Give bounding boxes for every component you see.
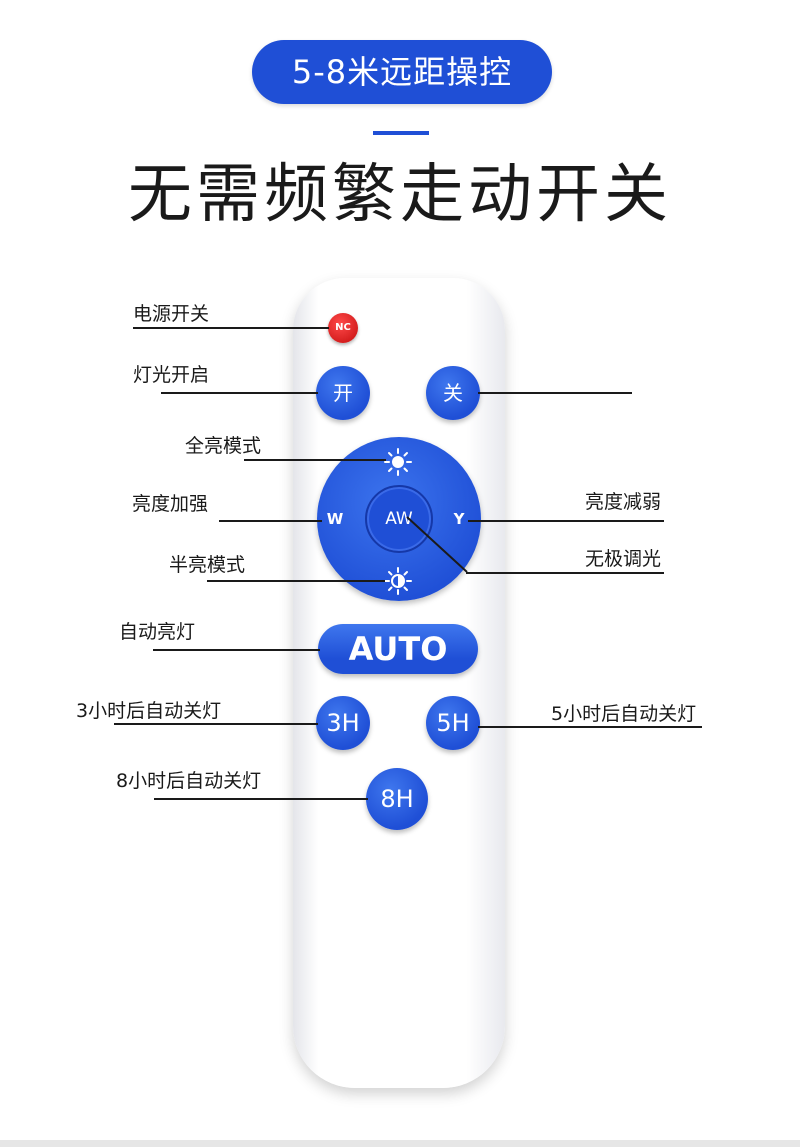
label-half-bright: 半亮模式: [169, 554, 246, 576]
leader-off-8h: [154, 798, 368, 800]
full-bright-sun-icon[interactable]: [383, 447, 413, 477]
header-badge: 5-8米远距操控: [252, 40, 552, 104]
timer-5h-button[interactable]: 5H: [426, 696, 480, 750]
label-auto-light: 自动亮灯: [119, 621, 196, 643]
label-bright-up: 亮度加强: [132, 493, 209, 515]
floor-strip: [0, 1140, 800, 1147]
leader-dimming-diagonal: [406, 516, 468, 573]
light-off-button[interactable]: 关: [426, 366, 480, 420]
label-full-bright: 全亮模式: [185, 435, 262, 457]
leader-power: [133, 327, 329, 329]
label-power: 电源开关: [133, 303, 210, 325]
auto-button[interactable]: AUTO: [318, 624, 478, 674]
label-dimming: 无极调光: [585, 548, 662, 570]
power-button[interactable]: NC: [328, 313, 358, 343]
leader-half-bright: [207, 580, 385, 582]
timer-8h-button[interactable]: 8H: [366, 768, 428, 830]
brightness-down-button[interactable]: Y: [453, 510, 465, 528]
timer-8h-label: 8H: [380, 785, 414, 813]
leader-full-bright: [244, 459, 386, 461]
title-divider: [373, 131, 429, 135]
label-off-8h: 8小时后自动关灯: [116, 770, 262, 792]
leader-light-off: [478, 392, 632, 394]
half-bright-sun-icon[interactable]: [383, 566, 413, 596]
leader-off-3h: [114, 723, 318, 725]
light-on-button-label: 开: [333, 381, 353, 405]
label-bright-down: 亮度减弱: [585, 491, 662, 513]
leader-bright-up: [219, 520, 322, 522]
timer-3h-label: 3H: [326, 709, 360, 737]
light-on-button[interactable]: 开: [316, 366, 370, 420]
brightness-up-button[interactable]: W: [326, 510, 344, 528]
leader-off-5h: [478, 726, 702, 728]
leader-auto-light: [153, 649, 320, 651]
light-off-button-label: 关: [443, 381, 463, 405]
label-off-5h: 5小时后自动关灯: [551, 703, 697, 725]
leader-bright-down: [468, 520, 664, 522]
leader-dimming: [466, 572, 664, 574]
timer-3h-button[interactable]: 3H: [316, 696, 370, 750]
timer-5h-label: 5H: [436, 709, 470, 737]
dimming-center-button[interactable]: AW: [365, 485, 433, 553]
label-off-3h: 3小时后自动关灯: [76, 700, 222, 722]
page-headline: 无需频繁走动开关: [128, 158, 672, 232]
label-light-on: 灯光开启: [133, 364, 210, 386]
leader-light-on: [161, 392, 318, 394]
